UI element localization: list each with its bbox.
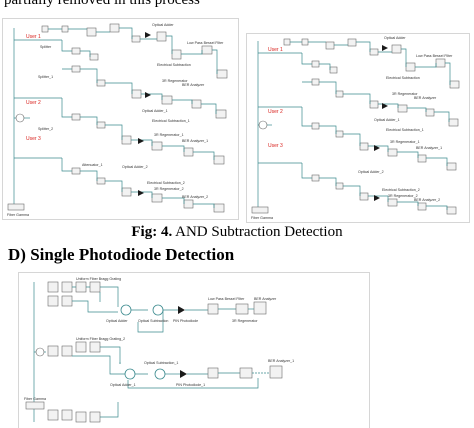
block-label: Optical Adder_2 bbox=[122, 165, 148, 169]
block-label: 3R Regenerator_1 bbox=[154, 133, 184, 137]
block-label: Optical Adder_1 bbox=[110, 383, 136, 387]
section-heading: D) Single Photodiode Detection bbox=[8, 245, 235, 264]
block-label: BER Analyzer bbox=[254, 297, 277, 301]
block-label: Optical Adder bbox=[152, 23, 174, 27]
block-label: 3R Regenerator_2 bbox=[154, 187, 184, 191]
block-label: Electrical Subtraction_2 bbox=[147, 181, 185, 185]
block-label: 3R Regenerator_1 bbox=[390, 140, 420, 144]
block-label: Optical Adder_1 bbox=[142, 109, 168, 113]
block-label: Splitter_2 bbox=[38, 127, 53, 131]
block-label: Splitter_1 bbox=[38, 75, 53, 79]
block-label: PIN Photodiode_1 bbox=[176, 383, 205, 387]
user-label: User 1 bbox=[268, 47, 283, 53]
block-label: Uniform Fiber Bragg Grating_2 bbox=[76, 337, 125, 341]
block-label: BER Analyzer_1 bbox=[416, 146, 442, 150]
block-label: Optical Adder bbox=[384, 36, 406, 40]
user-label: User 3 bbox=[268, 143, 283, 149]
block-label: Splitter bbox=[40, 45, 52, 49]
block-label: Optical Adder_2 bbox=[358, 170, 384, 174]
block-label: BER Analyzer_2 bbox=[182, 195, 208, 199]
block-label: Fiber Gamma bbox=[24, 397, 46, 401]
block-label: Electrical Subtraction bbox=[386, 76, 420, 80]
block-label: BER Analyzer_1 bbox=[268, 359, 294, 363]
figure5-schematic: Uniform Fiber Bragg Grating Optical Adde… bbox=[18, 272, 370, 428]
block-label: BER Analyzer_1 bbox=[182, 139, 208, 143]
figure-caption: Fig: 4. AND Subtraction Detection bbox=[0, 224, 474, 241]
user-label: User 2 bbox=[268, 109, 283, 115]
user-label: User 1 bbox=[26, 34, 41, 40]
user-label: User 3 bbox=[26, 136, 41, 142]
block-label: PIN Photodiode bbox=[173, 319, 198, 323]
block-label: Optical Adder_1 bbox=[374, 118, 400, 122]
block-label: Low Pass Bessel Filter bbox=[416, 54, 453, 58]
block-label: Optical Subtraction_1 bbox=[144, 361, 178, 365]
block-label: 3R Regenerator bbox=[232, 319, 258, 323]
block-label: Electrical Subtraction_2 bbox=[382, 188, 420, 192]
figure4-left-schematic: User 1 User 2 User 3 Splitter Splitter_1… bbox=[2, 18, 239, 220]
user-label: User 2 bbox=[26, 100, 41, 106]
block-label: BER Analyzer bbox=[182, 83, 205, 87]
block-label: Fiber Gamma bbox=[251, 216, 273, 220]
figure4-right-schematic: User 1 User 2 User 3 Optical Adder Low P… bbox=[246, 33, 470, 223]
block-label: Electrical Subtraction_1 bbox=[152, 119, 190, 123]
block-label: 3R Regenerator bbox=[162, 79, 188, 83]
block-label: Electrical Subtraction_1 bbox=[386, 128, 424, 132]
block-label: 3R Regenerator bbox=[392, 92, 418, 96]
block-label: Optical Subtraction bbox=[138, 319, 168, 323]
block-label: Optical Adder bbox=[106, 319, 128, 323]
block-label: Fiber Gamma bbox=[7, 213, 29, 217]
caption-label: Fig: 4. bbox=[131, 224, 173, 240]
block-label: 3R Regenerator_2 bbox=[388, 194, 418, 198]
caption-text: AND Subtraction Detection bbox=[175, 224, 343, 240]
block-label: Low Pass Bessel Filter bbox=[208, 297, 245, 301]
body-text-fragment: partially removed in this process bbox=[4, 0, 200, 8]
block-label: Low Pass Bessel Filter bbox=[187, 41, 224, 45]
block-label: Uniform Fiber Bragg Grating bbox=[76, 277, 121, 281]
block-label: Attenuator_1 bbox=[82, 163, 103, 167]
block-label: BER Analyzer bbox=[414, 96, 437, 100]
block-label: BER Analyzer_2 bbox=[414, 198, 440, 202]
block-label: Electrical Subtraction bbox=[157, 63, 191, 67]
